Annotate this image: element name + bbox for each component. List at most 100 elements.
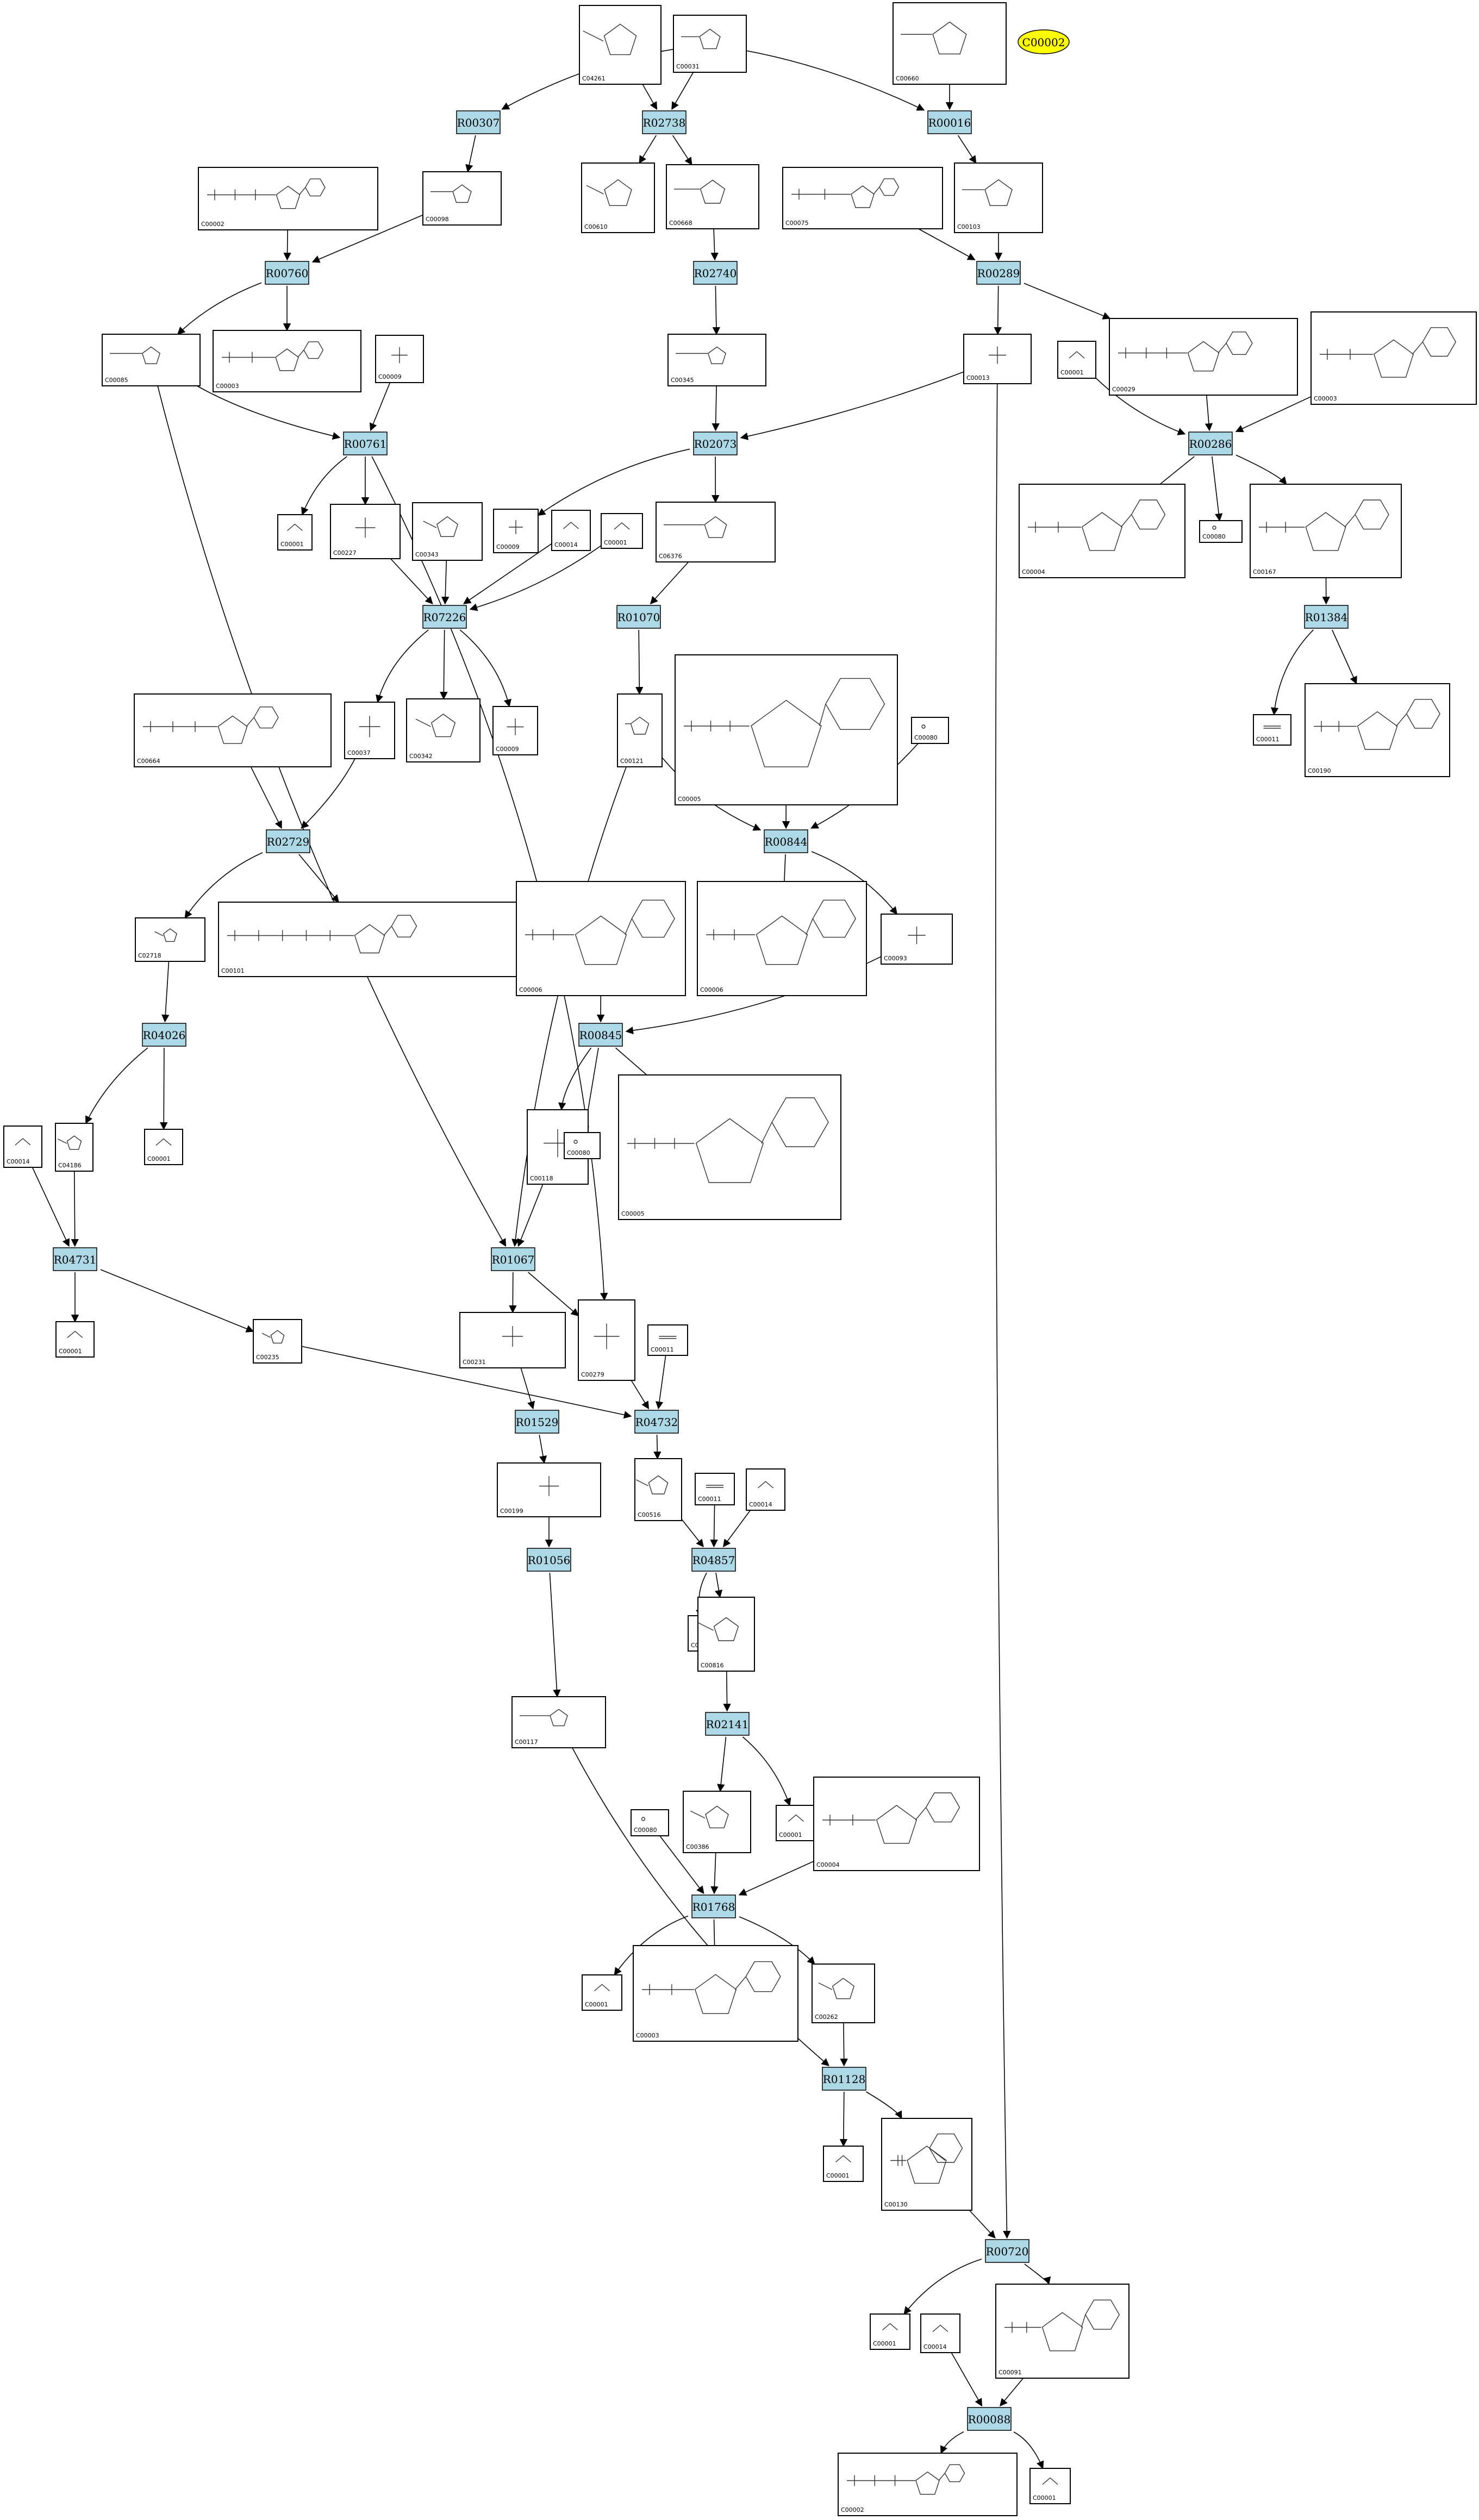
compound-node[interactable]: C00004 [813, 1777, 980, 1871]
reaction-node[interactable]: R02141 [705, 1712, 750, 1736]
reaction-node[interactable]: R04731 [53, 1247, 97, 1271]
compound-node[interactable]: C00031 [673, 15, 747, 73]
compound-id-label: C00080 [634, 1827, 657, 1834]
compound-node[interactable]: C00001 [55, 1321, 95, 1358]
compound-node[interactable]: C00013 [963, 334, 1032, 384]
compound-node[interactable]: C00003 [633, 1945, 798, 2042]
compound-node[interactable]: C00005 [618, 1074, 841, 1220]
reaction-node[interactable]: R00286 [1188, 432, 1233, 455]
compound-node[interactable]: C00231 [459, 1312, 566, 1368]
compound-node[interactable]: C00037 [344, 702, 395, 759]
compound-node[interactable]: C00004 [1019, 484, 1185, 578]
compound-node[interactable]: C00342 [406, 698, 480, 762]
reaction-node[interactable]: R01067 [491, 1247, 535, 1271]
compound-node[interactable]: C00006 [516, 881, 686, 996]
compound-node[interactable]: C00816 [697, 1597, 755, 1672]
compound-node[interactable]: C00610 [581, 162, 655, 233]
reaction-node[interactable]: R07226 [422, 605, 467, 629]
reaction-node[interactable]: R01070 [616, 605, 661, 629]
compound-node[interactable]: C00001 [776, 1805, 816, 1841]
compound-node[interactable]: C00262 [812, 1964, 875, 2023]
reaction-node[interactable]: R00760 [265, 261, 309, 285]
compound-node[interactable]: C00091 [995, 2284, 1129, 2379]
reaction-node[interactable]: R00844 [764, 829, 808, 853]
reaction-node[interactable]: R04857 [691, 1548, 736, 1572]
compound-node[interactable]: C00080 [564, 1132, 601, 1159]
compound-node[interactable]: C00121 [617, 693, 663, 767]
compound-node[interactable]: C00664 [134, 693, 332, 767]
compound-node[interactable]: C00001 [823, 2146, 864, 2182]
compound-node[interactable]: C00011 [647, 1324, 688, 1356]
compound-node[interactable]: C02718 [135, 917, 205, 962]
compound-node[interactable]: C00009 [375, 335, 424, 383]
compound-node[interactable]: C00001 [1029, 2468, 1071, 2504]
compound-node[interactable]: C00005 [675, 654, 898, 805]
compound-node[interactable]: C00001 [870, 2313, 910, 2350]
reaction-node[interactable]: R01768 [691, 1894, 736, 1918]
compound-node[interactable]: C00009 [493, 509, 539, 553]
compound-node[interactable]: C00011 [1253, 714, 1291, 746]
reaction-node[interactable]: R01384 [1304, 605, 1349, 629]
compound-node[interactable]: C00660 [893, 2, 1007, 85]
compound-node[interactable]: C00001 [144, 1129, 183, 1165]
compound-node[interactable]: C00279 [578, 1299, 635, 1381]
reaction-node[interactable]: R01056 [527, 1548, 571, 1572]
reaction-node[interactable]: R00088 [967, 2407, 1012, 2431]
compound-node[interactable]: C00080 [911, 717, 949, 744]
reaction-node[interactable]: R00845 [578, 1023, 623, 1047]
compound-node[interactable]: C00130 [881, 2118, 972, 2211]
compound-node[interactable]: C00001 [582, 1974, 622, 2011]
compound-node[interactable]: C00103 [954, 162, 1043, 233]
compound-node[interactable]: C06376 [656, 502, 776, 562]
compound-node[interactable]: C00101 [218, 902, 521, 977]
compound-node[interactable]: C00002 [198, 167, 378, 230]
reaction-node[interactable]: R00016 [927, 110, 972, 134]
compound-node[interactable]: C00003 [213, 330, 361, 392]
compound-node[interactable]: C00516 [634, 1458, 682, 1521]
compound-node[interactable]: C00098 [422, 171, 502, 226]
compound-node[interactable]: C00014 [746, 1468, 785, 1511]
compound-node[interactable]: C00002 [838, 2453, 1018, 2516]
compound-node[interactable]: C00014 [920, 2313, 960, 2353]
compound-node[interactable]: C00343 [412, 502, 483, 561]
compound-node[interactable]: C00029 [1109, 318, 1298, 396]
reaction-node[interactable]: R01128 [822, 2067, 866, 2091]
compound-node[interactable]: C04186 [55, 1123, 93, 1172]
compound-node[interactable]: C04261 [579, 5, 662, 85]
compound-node[interactable]: C00093 [881, 914, 953, 965]
compound-node[interactable]: C00386 [683, 1791, 751, 1853]
reaction-node[interactable]: R02740 [693, 261, 738, 285]
compound-node[interactable]: C00009 [492, 706, 538, 755]
compound-node[interactable]: C00668 [666, 164, 759, 229]
reaction-node[interactable]: R01529 [515, 1410, 559, 1434]
compound-node[interactable]: C00003 [1310, 311, 1477, 405]
compound-node[interactable]: C00117 [511, 1696, 606, 1748]
compound-node[interactable]: C00227 [330, 504, 401, 559]
reaction-node[interactable]: R00289 [976, 261, 1021, 285]
compound-node[interactable]: C00075 [782, 167, 943, 229]
compound-node[interactable]: C00190 [1305, 683, 1450, 777]
compound-node[interactable]: C00014 [551, 510, 591, 551]
reaction-node[interactable]: R02738 [642, 110, 687, 134]
reaction-node[interactable]: R00761 [343, 432, 388, 455]
reaction-node[interactable]: R04026 [142, 1023, 186, 1047]
compound-node[interactable]: C00001 [1057, 341, 1096, 379]
compound-node[interactable]: C00345 [667, 334, 766, 386]
compound-node[interactable]: C00001 [277, 514, 313, 551]
reaction-node[interactable]: R02073 [693, 432, 738, 455]
compound-node[interactable]: C00085 [102, 334, 201, 386]
compound-node[interactable]: C00080 [1199, 520, 1243, 543]
reaction-node[interactable]: R00720 [985, 2239, 1029, 2263]
compound-node[interactable]: C00014 [3, 1125, 42, 1168]
reaction-node[interactable]: R02729 [266, 829, 310, 853]
compound-node[interactable]: C00167 [1250, 484, 1402, 578]
compound-node[interactable]: C00001 [601, 513, 643, 549]
compound-node[interactable]: C00080 [631, 1809, 669, 1836]
compound-node[interactable]: C00199 [497, 1462, 601, 1517]
compound-node[interactable]: C00006 [697, 881, 867, 996]
compound-node[interactable]: C00235 [253, 1319, 302, 1364]
highlight-node[interactable]: C00002 [1018, 29, 1070, 54]
compound-node[interactable]: C00011 [695, 1473, 735, 1505]
reaction-node[interactable]: R00307 [456, 110, 501, 134]
reaction-node[interactable]: R04732 [634, 1410, 679, 1434]
